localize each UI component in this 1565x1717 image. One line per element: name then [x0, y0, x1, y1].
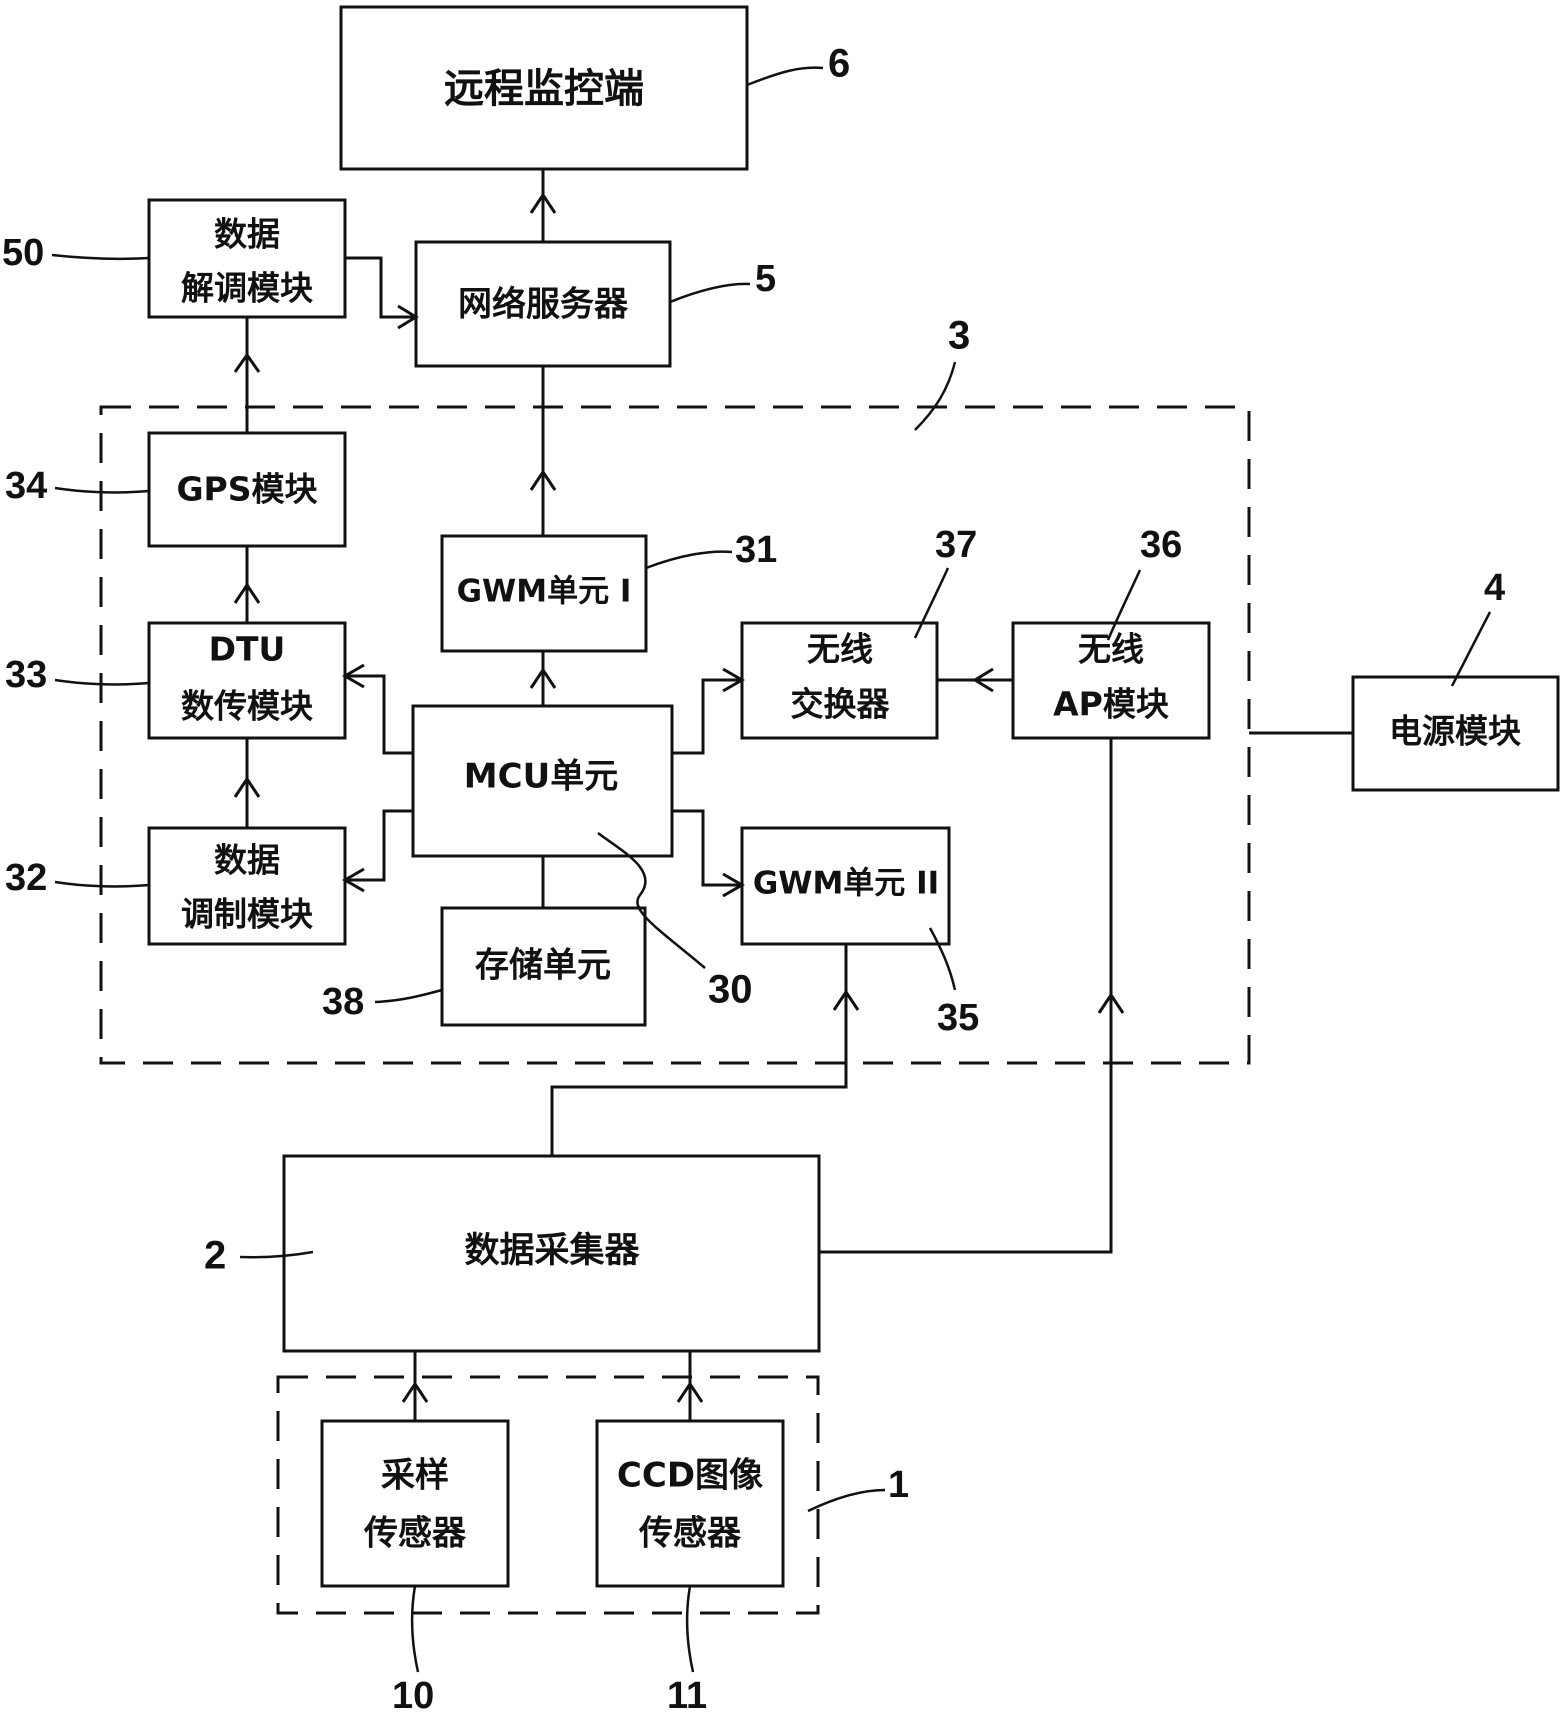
- connector-mcu-to-gwm2: [672, 809, 745, 898]
- ref-2: 2: [204, 1234, 314, 1278]
- svg-text:6: 6: [828, 42, 850, 86]
- ref-38: 38: [322, 981, 443, 1023]
- connector-ap-to-switch: [937, 667, 1013, 693]
- collector-label: 数据采集器: [464, 1231, 640, 1271]
- ref-34: 34: [5, 465, 150, 507]
- gwm-unit-1-block: GWM单元 I: [440, 534, 648, 653]
- ccd-sensor-block: CCD图像 传感器: [595, 1419, 785, 1588]
- gps-label: GPS模块: [176, 470, 317, 509]
- ref-6: 6: [746, 42, 850, 87]
- ref-3: 3: [914, 314, 970, 431]
- ap-label-line2: AP模块: [1053, 685, 1169, 724]
- wireless-ap-block: 无线 AP模块: [1011, 621, 1211, 740]
- dtu-label-line1: DTU: [209, 630, 286, 669]
- network-server-label: 网络服务器: [458, 285, 629, 325]
- data-collector-block: 数据采集器: [282, 1154, 821, 1353]
- sample-label-line1: 采样: [381, 1456, 449, 1496]
- sensor-group-boundary: [276, 1375, 820, 1615]
- demod-label-line1: 数据: [214, 215, 280, 254]
- svg-text:37: 37: [935, 524, 977, 566]
- switch-label-line2: 交换器: [791, 685, 891, 724]
- demod-label-line2: 解调模块: [181, 269, 313, 308]
- remote-monitor-label: 远程监控端: [444, 66, 644, 112]
- ref-30: 30: [597, 832, 753, 1012]
- gps-module-block: GPS模块: [147, 431, 347, 548]
- storage-label: 存储单元: [475, 946, 611, 986]
- mod-label-line2: 调制模块: [181, 895, 313, 934]
- remote-monitor-block: 远程监控端: [339, 5, 749, 171]
- gwm-unit-1-label: GWM单元 I: [457, 574, 632, 610]
- ref-36: 36: [1106, 524, 1182, 641]
- wireless-switch-block: 无线 交换器: [740, 621, 939, 740]
- ref-37: 37: [913, 524, 977, 639]
- connector-gps-to-demod: [233, 317, 261, 433]
- data-demodulation-block: 数据 解调模块: [147, 198, 347, 319]
- data-modulation-block: 数据 调制模块: [147, 826, 347, 946]
- ref-1: 1: [807, 1464, 909, 1513]
- svg-text:31: 31: [735, 529, 777, 571]
- ref-33: 33: [5, 654, 150, 696]
- connector-mod-to-dtu: [233, 738, 261, 828]
- svg-text:11: 11: [667, 1675, 707, 1717]
- svg-text:50: 50: [2, 232, 44, 274]
- gateway-group-boundary: [99, 405, 1251, 1065]
- mcu-label: MCU单元: [464, 757, 618, 797]
- svg-text:36: 36: [1140, 524, 1182, 566]
- sampling-sensor-block: 采样 传感器: [320, 1419, 510, 1588]
- connector-demod-to-server: [345, 256, 419, 330]
- ccd-label-line2: 传感器: [638, 1514, 742, 1554]
- svg-text:1: 1: [888, 1464, 909, 1506]
- mod-label-line1: 数据: [214, 841, 280, 880]
- svg-text:10: 10: [392, 1675, 434, 1717]
- svg-text:34: 34: [5, 465, 47, 507]
- svg-text:32: 32: [5, 857, 47, 899]
- ref-32: 32: [5, 857, 150, 899]
- svg-text:2: 2: [204, 1234, 226, 1278]
- ref-50: 50: [2, 232, 150, 274]
- svg-text:38: 38: [322, 981, 364, 1023]
- connector-sampling-to-collector: [401, 1351, 429, 1421]
- connector-mcu-to-dtu: [342, 663, 413, 755]
- svg-text:30: 30: [708, 968, 753, 1012]
- connector-collector-to-gwm2: [550, 944, 860, 1156]
- connector-server-to-remote: [529, 169, 557, 242]
- dtu-label-line2: 数传模块: [181, 687, 313, 726]
- ref-11: 11: [667, 1585, 707, 1717]
- svg-text:35: 35: [937, 997, 979, 1039]
- ccd-label-line1: CCD图像: [617, 1456, 763, 1496]
- connector-mcu-to-mod: [342, 809, 413, 893]
- power-label: 电源模块: [1389, 712, 1521, 751]
- gwm-unit-2-block: GWM单元 II: [740, 826, 951, 946]
- connector-mcu-to-switch: [672, 667, 745, 755]
- ref-31: 31: [645, 529, 777, 571]
- connector-mcu-to-gwm1: [529, 651, 557, 706]
- svg-text:33: 33: [5, 654, 47, 696]
- storage-unit-block: 存储单元: [440, 906, 647, 1027]
- mcu-unit-block: MCU单元: [411, 704, 674, 858]
- connector-gwm1-to-server: [529, 366, 557, 536]
- svg-text:3: 3: [948, 314, 970, 358]
- gwm-unit-2-label: GWM单元 II: [753, 866, 939, 902]
- connector-ccd-to-collector: [676, 1351, 704, 1421]
- connector-collector-to-ap: [819, 738, 1125, 1254]
- ref-35: 35: [928, 927, 979, 1039]
- switch-label-line1: 无线: [807, 630, 873, 669]
- dtu-module-block: DTU 数传模块: [147, 621, 347, 740]
- ref-4: 4: [1450, 567, 1505, 687]
- svg-text:4: 4: [1484, 567, 1505, 609]
- ref-5: 5: [669, 258, 776, 304]
- connector-dtu-to-gps: [233, 546, 261, 623]
- ref-10: 10: [392, 1585, 434, 1717]
- network-server-block: 网络服务器: [414, 240, 672, 368]
- svg-text:5: 5: [755, 258, 776, 300]
- power-module-block: 电源模块: [1351, 675, 1560, 792]
- sample-label-line2: 传感器: [363, 1514, 467, 1554]
